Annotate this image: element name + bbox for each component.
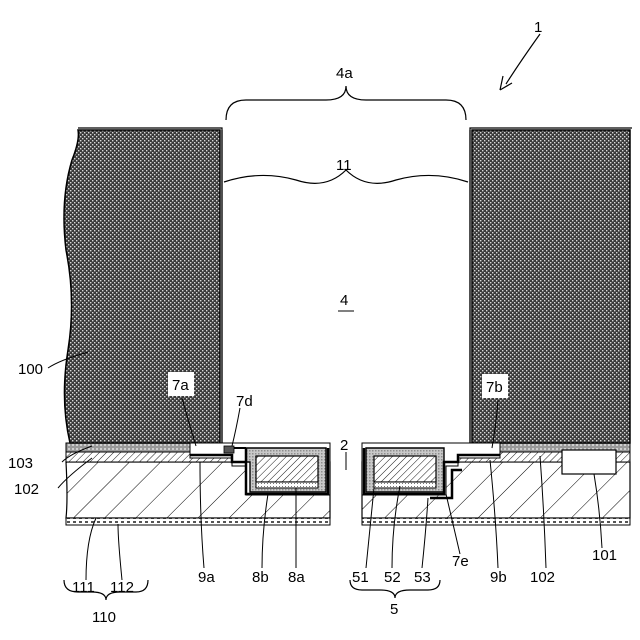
element-101 [562,450,616,474]
label-8b: 8b [252,569,269,586]
label-7d: 7d [236,393,253,410]
label-111: 111 [72,579,95,596]
label-101: 101 [592,547,617,564]
label-51: 51 [352,569,369,586]
label-4: 4 [340,292,348,309]
label-110: 110 [92,609,116,626]
label-4a: 4a [336,65,353,82]
block-100-left [64,128,222,443]
label-9b: 9b [490,569,507,586]
label-102-right: 102 [530,569,555,586]
label-100: 100 [18,361,43,378]
label-7e: 7e [452,553,469,570]
label-9a: 9a [198,569,215,586]
label-53: 53 [414,569,431,586]
brace-4a [226,86,466,120]
label-102-left: 102 [14,481,39,498]
label-52: 52 [384,569,401,586]
label-2: 2 [340,437,348,454]
cavity-liner [222,130,470,443]
label-7b: 7b [486,379,503,396]
label-112: 112 [110,579,134,596]
arrow-1 [506,34,540,84]
label-7a: 7a [172,377,189,394]
label-1: 1 [534,19,542,36]
bottom-layer-left [66,518,330,525]
label-103: 103 [8,455,33,472]
label-11: 11 [336,157,352,174]
label-8a: 8a [288,569,305,586]
label-5: 5 [390,601,398,618]
